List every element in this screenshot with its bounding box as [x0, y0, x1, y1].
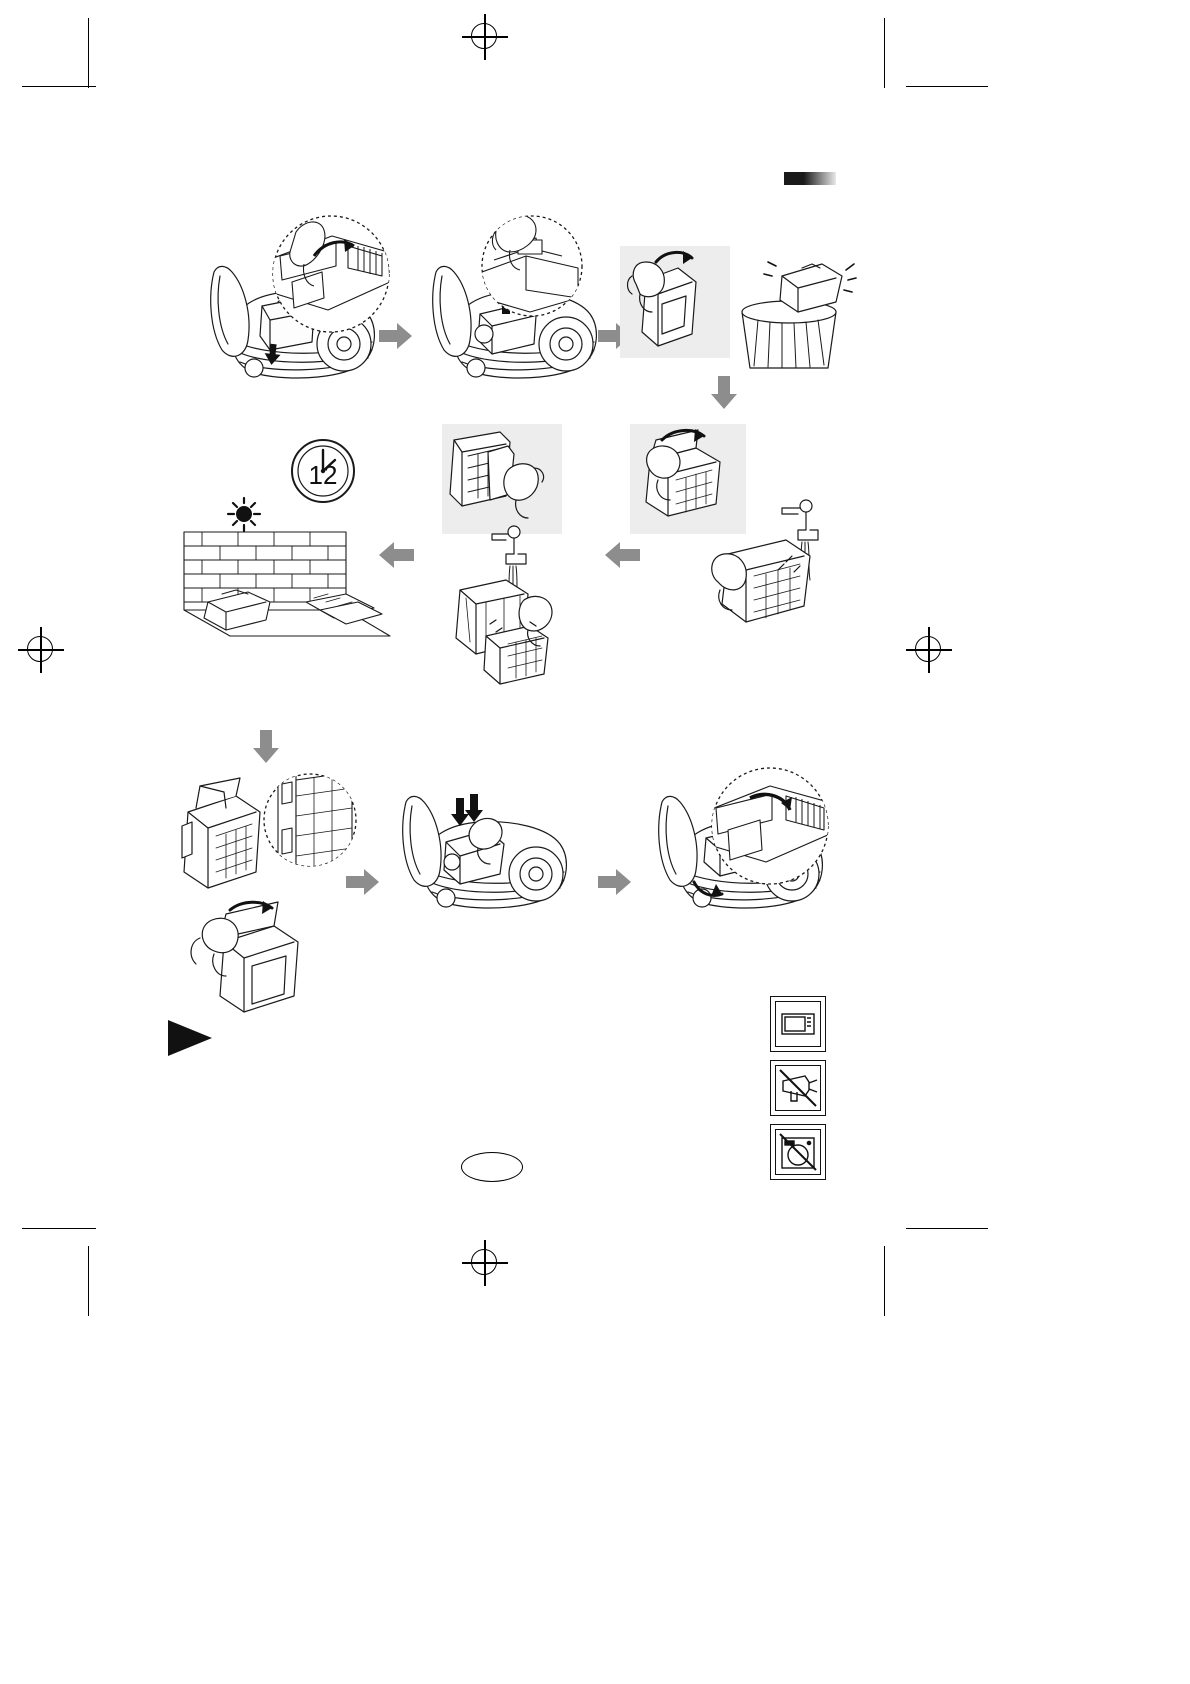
care-symbol-border [775, 1129, 821, 1175]
crop-line-top-left-h [22, 86, 96, 88]
arrow-step5-to-step8 [378, 541, 414, 574]
step-6-rinse-dust-bin-and-filter-with-water [452, 524, 586, 688]
crop-line-top-right-h [906, 86, 988, 88]
step-1-magnified-latch-detail [262, 212, 400, 348]
arrow-step9-to-step11 [346, 868, 380, 901]
step-5-open-dust-bin-and-remove-filter [632, 424, 750, 536]
arrow-step3-to-step4 [710, 376, 738, 415]
step-7-pull-filter-out-of-holder [444, 424, 566, 536]
care-symbol-do-not-use-clothes-dryer [770, 1124, 826, 1180]
registration-mark-top [462, 14, 508, 60]
crop-line-bottom-left-v [88, 1246, 90, 1316]
crop-line-bottom-right-h [906, 1228, 988, 1230]
care-symbol-do-not-use-microwave-oven [770, 996, 826, 1052]
crop-line-bottom-right-v [884, 1246, 886, 1316]
arrow-step6-to-step5 [604, 541, 640, 574]
step-6b-rinse-filter-under-tap [690, 499, 840, 644]
step-2-magnified-hand-grip-detail [474, 212, 596, 334]
registration-mark-left [18, 627, 64, 673]
step-8-dry-parts-in-sunlight-12-hours [178, 496, 400, 638]
crop-line-bottom-left-h [22, 1228, 96, 1230]
step-10-close-dust-bin-lid [182, 900, 342, 1030]
crop-line-top-right-v [884, 18, 886, 88]
section-triangle-marker [168, 1020, 212, 1056]
registration-mark-bottom [462, 1240, 508, 1286]
crop-line-top-left-v [88, 18, 90, 88]
arrow-step1-to-step2 [379, 322, 413, 355]
step-3-carry-dust-bin-by-handle [622, 246, 734, 360]
step-8-clock-12-hours [290, 438, 356, 504]
care-symbol-border [775, 1065, 821, 1111]
step-11-place-dust-bin-back-into-vacuum [388, 790, 588, 930]
care-symbol-do-not-use-hair-dryer [770, 1060, 826, 1116]
registration-mark-right [906, 627, 952, 673]
page-number-badge [461, 1152, 523, 1182]
step-4-empty-dust-bin-into-trash-can [736, 261, 857, 370]
step-12-magnified-latch-close-detail [700, 764, 840, 900]
arrow-step11-to-step12 [598, 868, 632, 901]
step-9-reinsert-filter-into-dust-bin [174, 777, 334, 908]
step-9-magnified-filter-seating-detail [256, 768, 366, 878]
clock-hours-label: 12 [308, 460, 338, 490]
header-color-swatch [784, 172, 836, 185]
arrow-into-step9 [252, 730, 280, 769]
care-symbol-border [775, 1001, 821, 1047]
